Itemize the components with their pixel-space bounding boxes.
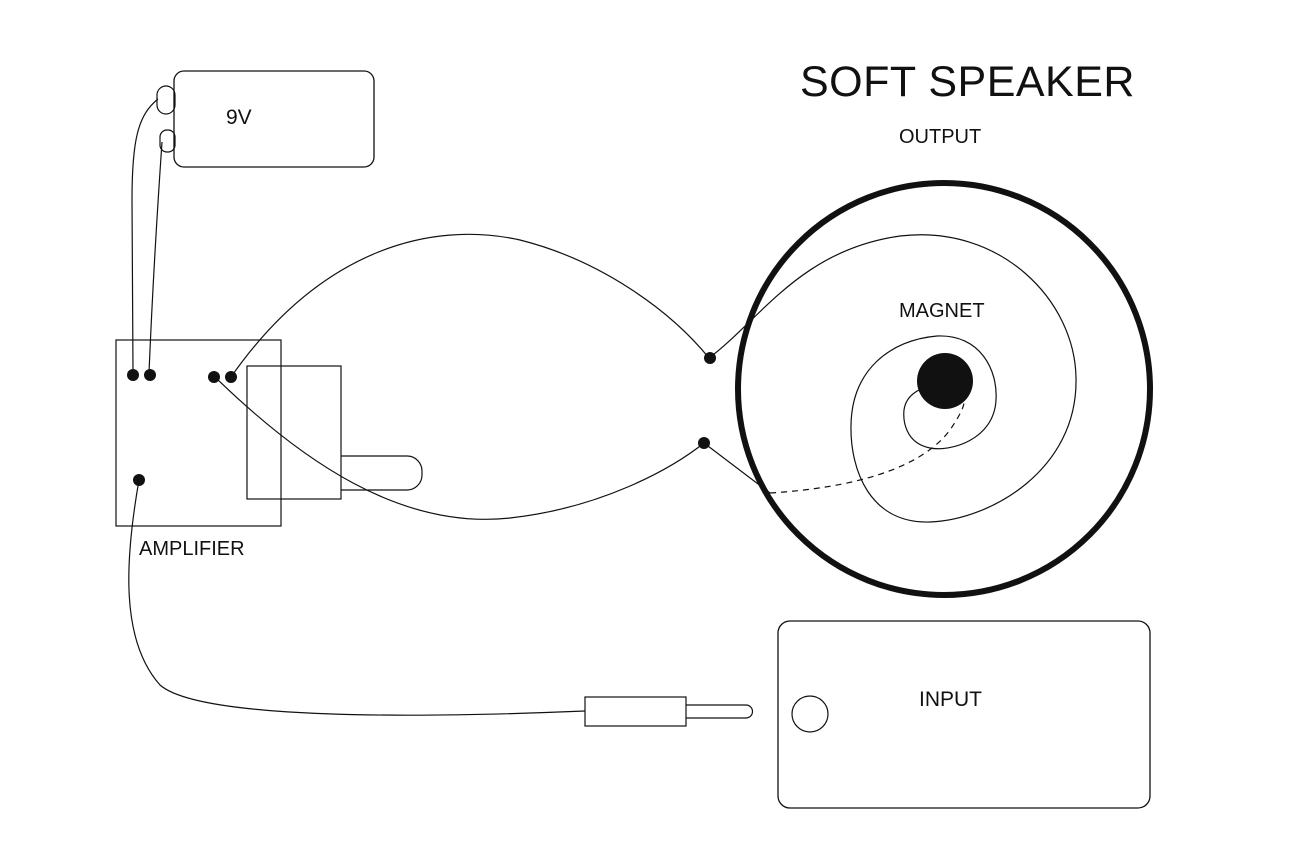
coil-return-dashed: [769, 397, 965, 494]
output-wire-upper: [230, 233, 710, 378]
battery-9v: [156, 70, 375, 168]
amplifier-jack-tab: [341, 455, 423, 491]
speaker-outer-ring: [735, 180, 1153, 598]
amp-output-dot-1: [208, 371, 220, 383]
input-label: INPUT: [919, 688, 982, 711]
input-cable: [128, 479, 586, 716]
output-wire-lower: [213, 375, 705, 520]
speaker-terminal-lower: [698, 437, 710, 449]
battery-terminal-top: [156, 85, 176, 115]
coil-return-wire: [703, 442, 771, 494]
amp-battery-dot-1: [127, 369, 139, 381]
amplifier-board: [115, 339, 423, 527]
battery-lead-1: [131, 98, 159, 374]
output-label: OUTPUT: [899, 126, 982, 148]
speaker-terminal-upper: [704, 352, 716, 364]
battery-label: 9V: [226, 106, 252, 129]
amplifier-label: AMPLIFIER: [139, 538, 245, 560]
input-device: [777, 620, 1151, 809]
amp-battery-dot-2: [144, 369, 156, 381]
connection-points: [127, 352, 716, 486]
coil-spiral: [708, 234, 1077, 523]
input-jack-hole: [791, 695, 829, 733]
battery-lead-2: [148, 141, 163, 374]
magnet-disc: [917, 353, 973, 409]
amplifier-jack-housing: [246, 365, 342, 500]
diagram-title: SOFT SPEAKER: [800, 58, 1135, 106]
battery-terminal-bottom: [159, 129, 176, 153]
amp-output-dot-2: [225, 371, 237, 383]
audio-plug: [584, 696, 754, 727]
magnet-label: MAGNET: [899, 300, 985, 322]
